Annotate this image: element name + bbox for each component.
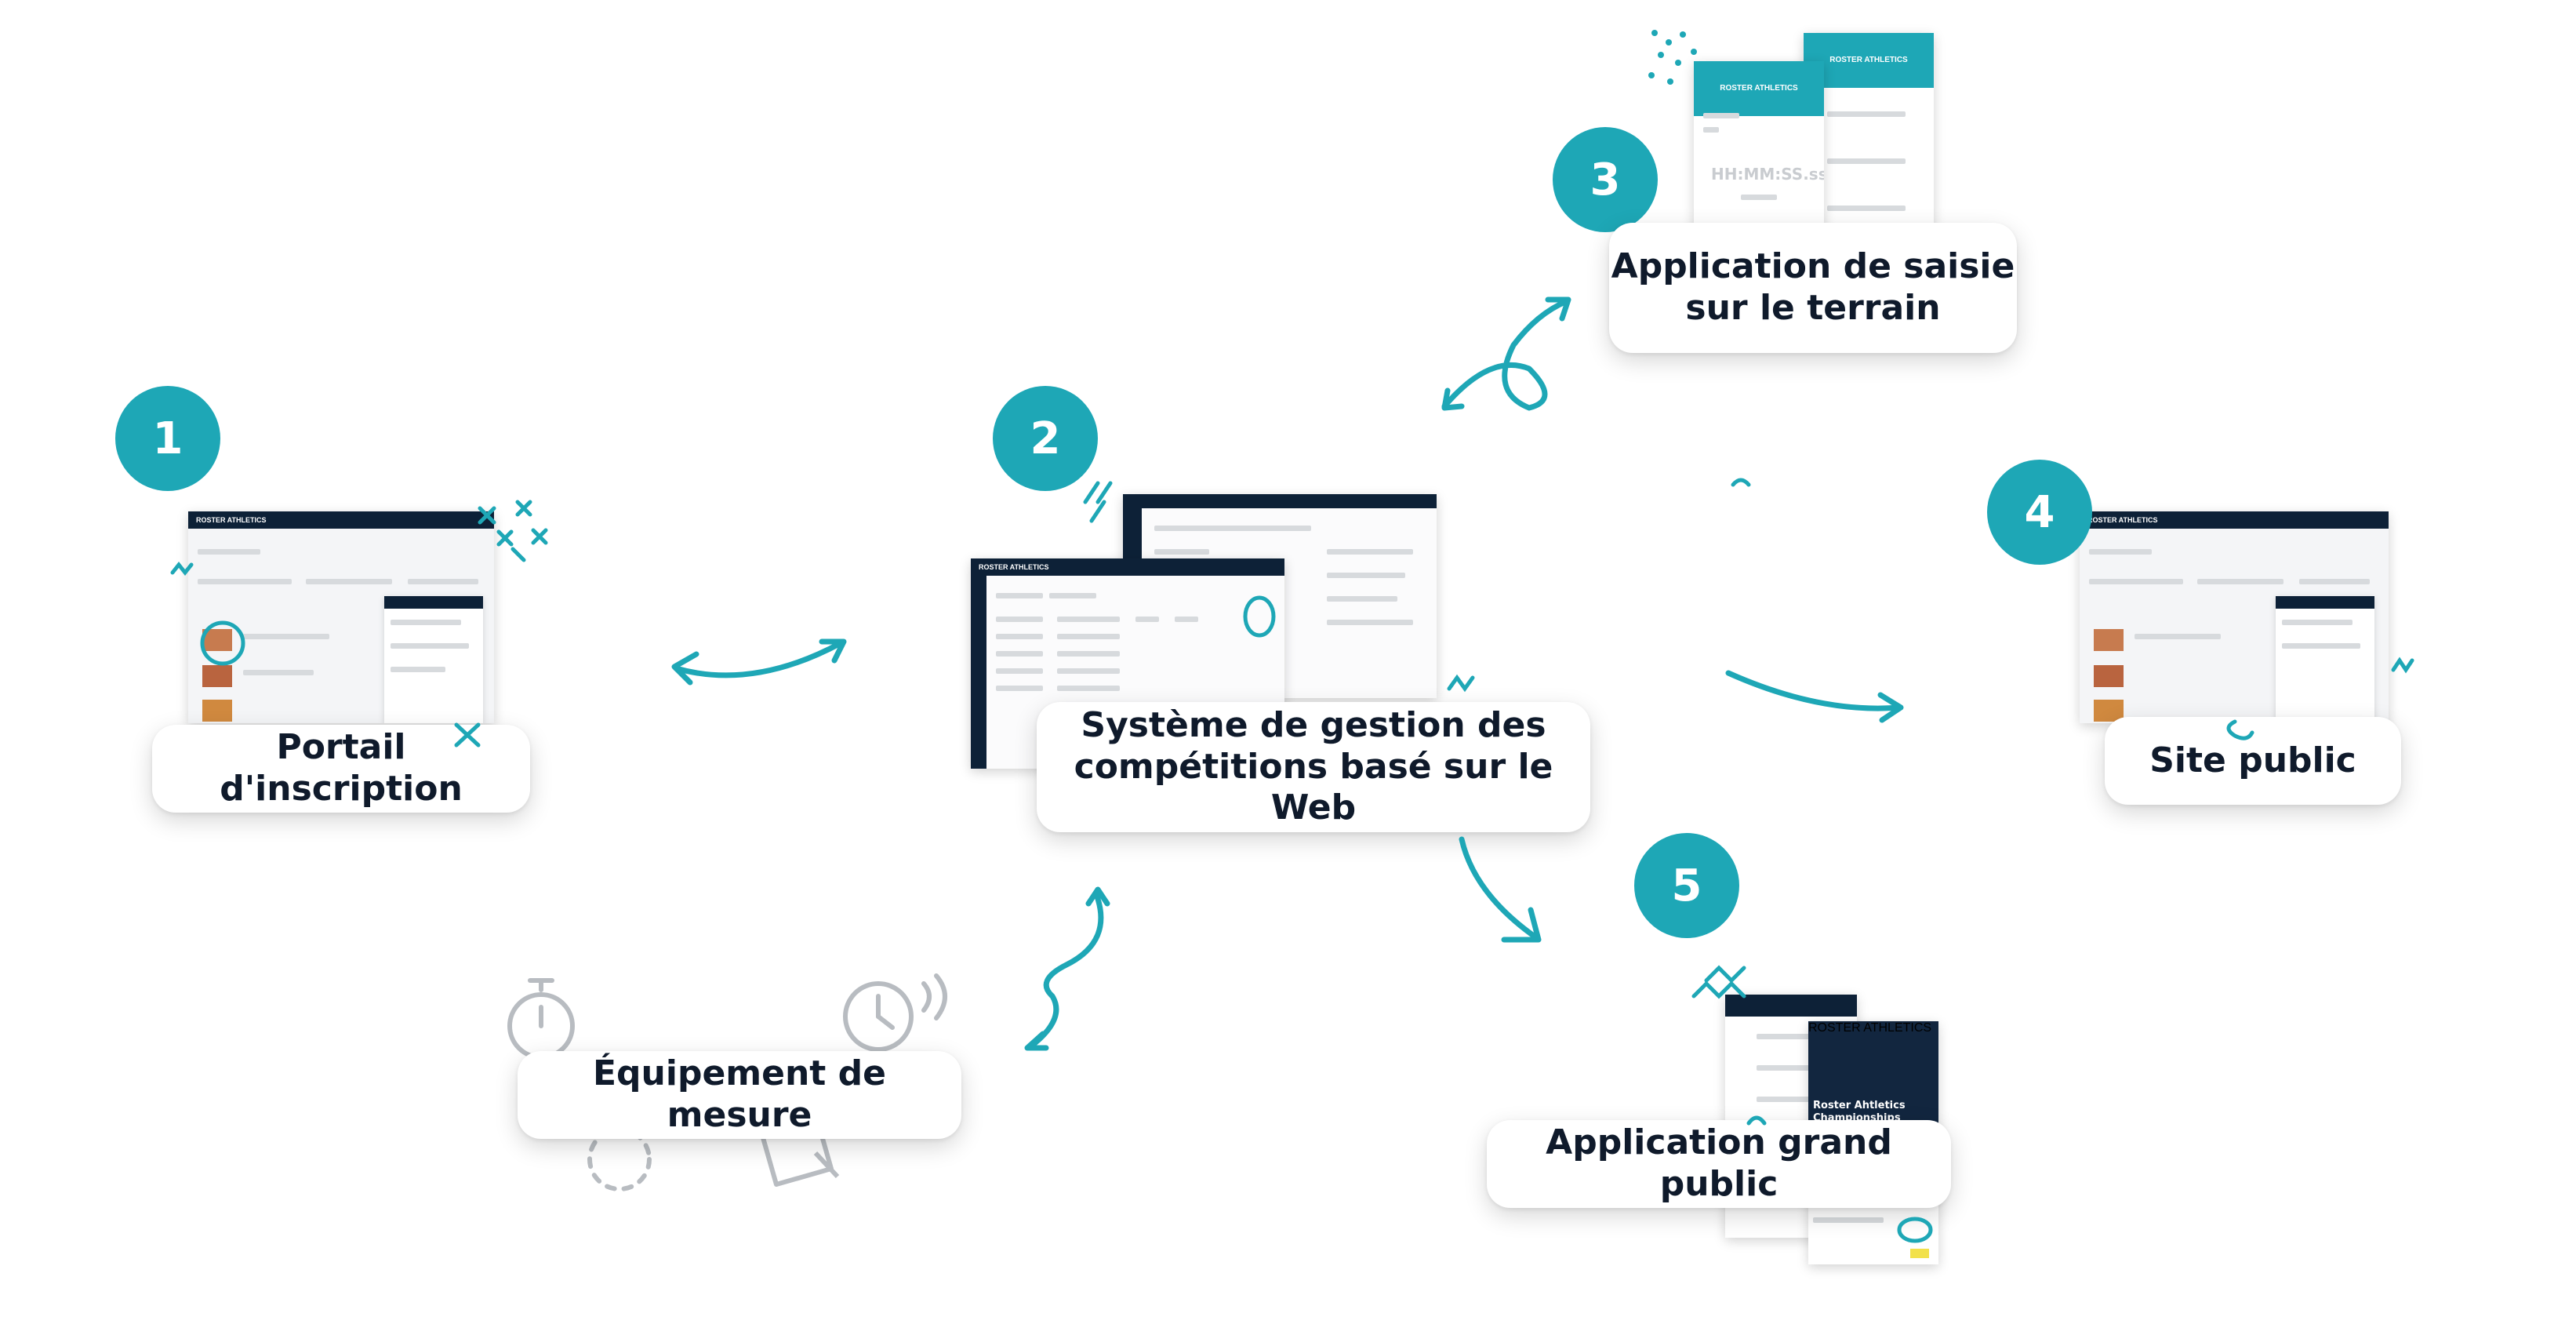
- step-2-badge: 2: [993, 386, 1098, 491]
- registration-portal-card: Portail d'inscription: [152, 725, 530, 813]
- measuring-equipment-card: Équipement de mesure: [518, 1051, 961, 1139]
- consumer-app-card: Application grand public: [1487, 1120, 1951, 1208]
- public-site-screenshot: ROSTER ATHLETICS: [2080, 511, 2389, 723]
- clock-icon: [843, 973, 947, 1052]
- arrow-measure-to-2: [1026, 891, 1104, 1051]
- step-1-badge: 1: [115, 386, 220, 491]
- arrow-1-to-2: [673, 640, 844, 678]
- step-3-badge: 3: [1553, 127, 1658, 232]
- arrow-2-to-3: [1441, 298, 1570, 411]
- arrow-2-to-5: [1459, 836, 1540, 941]
- step-4-badge: 4: [1987, 460, 2092, 565]
- field-app-phone-front: ROSTER ATHLETICS HH:MM:SS.ss: [1694, 61, 1824, 242]
- step-5-badge: 5: [1634, 833, 1739, 938]
- management-brand-bar: ROSTER ATHLETICS: [971, 558, 1284, 576]
- arrow-2-to-4: [1725, 670, 1902, 711]
- field-app-phone-back: ROSTER ATHLETICS: [1804, 33, 1934, 229]
- management-system-card: Système de gestion des compétitions basé…: [1037, 702, 1590, 832]
- timer-readout: HH:MM:SS.ss: [1711, 165, 1824, 184]
- registration-portal-screenshot: ROSTER ATHLETICS: [188, 511, 494, 723]
- brand-bar: ROSTER ATHLETICS: [188, 511, 494, 529]
- field-app-card: Application de saisie sur le terrain: [1609, 223, 2017, 353]
